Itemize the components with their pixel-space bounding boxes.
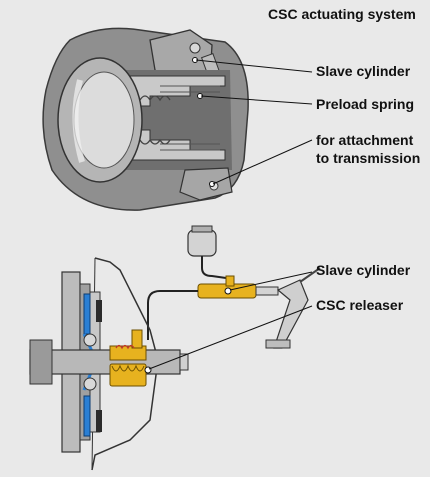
diagram-title: CSC actuating system	[268, 6, 416, 22]
label-attachment-line1: for attachment	[316, 132, 414, 148]
label-slave-cylinder-bottom: Slave cylinder	[316, 262, 411, 278]
csc-cutaway-illustration	[42, 27, 249, 211]
label-attachment-line2: to transmission	[316, 150, 421, 166]
label-preload-spring: Preload spring	[316, 96, 415, 112]
clutch-system-illustration	[29, 225, 321, 471]
leader-lines-bottom	[148, 271, 313, 370]
label-slave-cylinder-top: Slave cylinder	[316, 63, 411, 79]
leader-lines-top	[195, 59, 313, 185]
label-csc-releaser: CSC releaser	[316, 297, 404, 313]
